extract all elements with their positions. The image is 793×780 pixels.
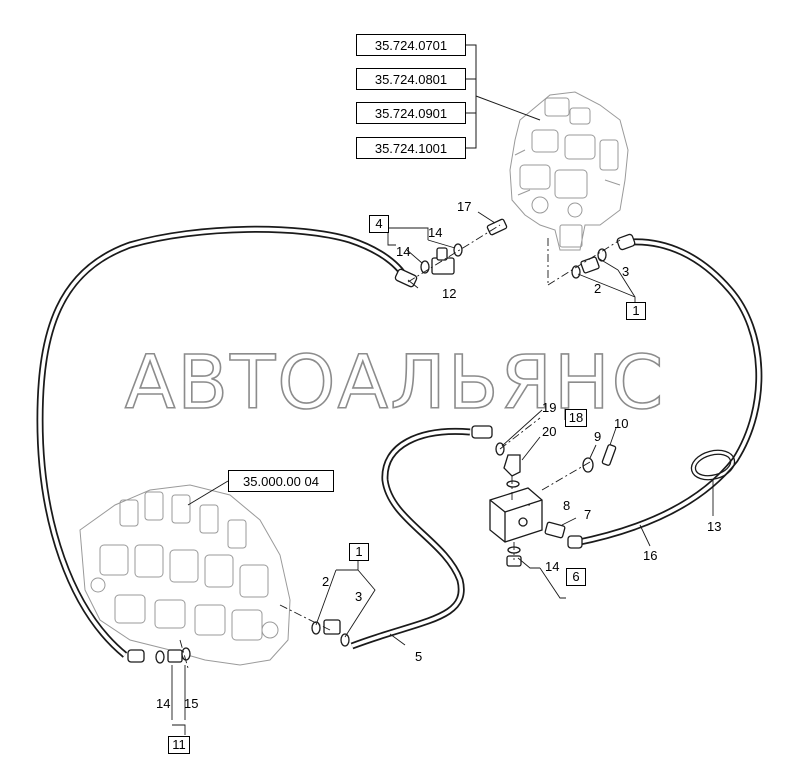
- boxed-callout-1[interactable]: 1: [349, 543, 369, 561]
- ref-box-35.724.0801[interactable]: 35.724.0801: [356, 68, 466, 90]
- callout-19: 19: [542, 400, 557, 415]
- boxed-callout-6[interactable]: 6: [566, 568, 586, 586]
- fittings: [127, 218, 636, 664]
- callout-13: 13: [707, 519, 722, 534]
- callout-2: 2: [322, 574, 330, 589]
- boxed-callout-1[interactable]: 1: [626, 302, 646, 320]
- hose-clamp-13: [690, 449, 736, 481]
- callout-10: 10: [614, 416, 629, 431]
- callout-14: 14: [396, 244, 411, 259]
- callout-15: 15: [184, 696, 199, 711]
- centerlines: [179, 224, 621, 669]
- callout-3: 3: [622, 264, 630, 279]
- callout-2: 2: [594, 281, 602, 296]
- callout-14: 14: [428, 225, 443, 240]
- callout-17: 17: [457, 199, 472, 214]
- ref-box-35.000.00-04[interactable]: 35.000.00 04: [228, 470, 334, 492]
- boxed-callout-18[interactable]: 18: [565, 409, 587, 427]
- callout-20: 20: [542, 424, 557, 439]
- callout-14: 14: [156, 696, 171, 711]
- ref-box-35.724.0701[interactable]: 35.724.0701: [356, 34, 466, 56]
- ref-box-35.724.0901[interactable]: 35.724.0901: [356, 102, 466, 124]
- lower-control-valve: [79, 484, 291, 666]
- ref-box-35.724.1001[interactable]: 35.724.1001: [356, 137, 466, 159]
- hose-5: [350, 427, 471, 650]
- boxed-callout-4[interactable]: 4: [369, 215, 389, 233]
- boxed-callout-11[interactable]: 11: [168, 736, 190, 754]
- callout-5: 5: [415, 649, 423, 664]
- callout-leaders: [171, 211, 714, 735]
- callout-14: 14: [545, 559, 560, 574]
- callout-7: 7: [584, 507, 592, 522]
- callout-12: 12: [442, 286, 457, 301]
- callout-3: 3: [355, 589, 363, 604]
- callout-9: 9: [594, 429, 602, 444]
- callout-8: 8: [563, 498, 571, 513]
- callout-16: 16: [643, 548, 658, 563]
- reference-leaders: [187, 44, 541, 506]
- hose-16: [574, 238, 763, 547]
- upper-control-valve: [509, 91, 629, 251]
